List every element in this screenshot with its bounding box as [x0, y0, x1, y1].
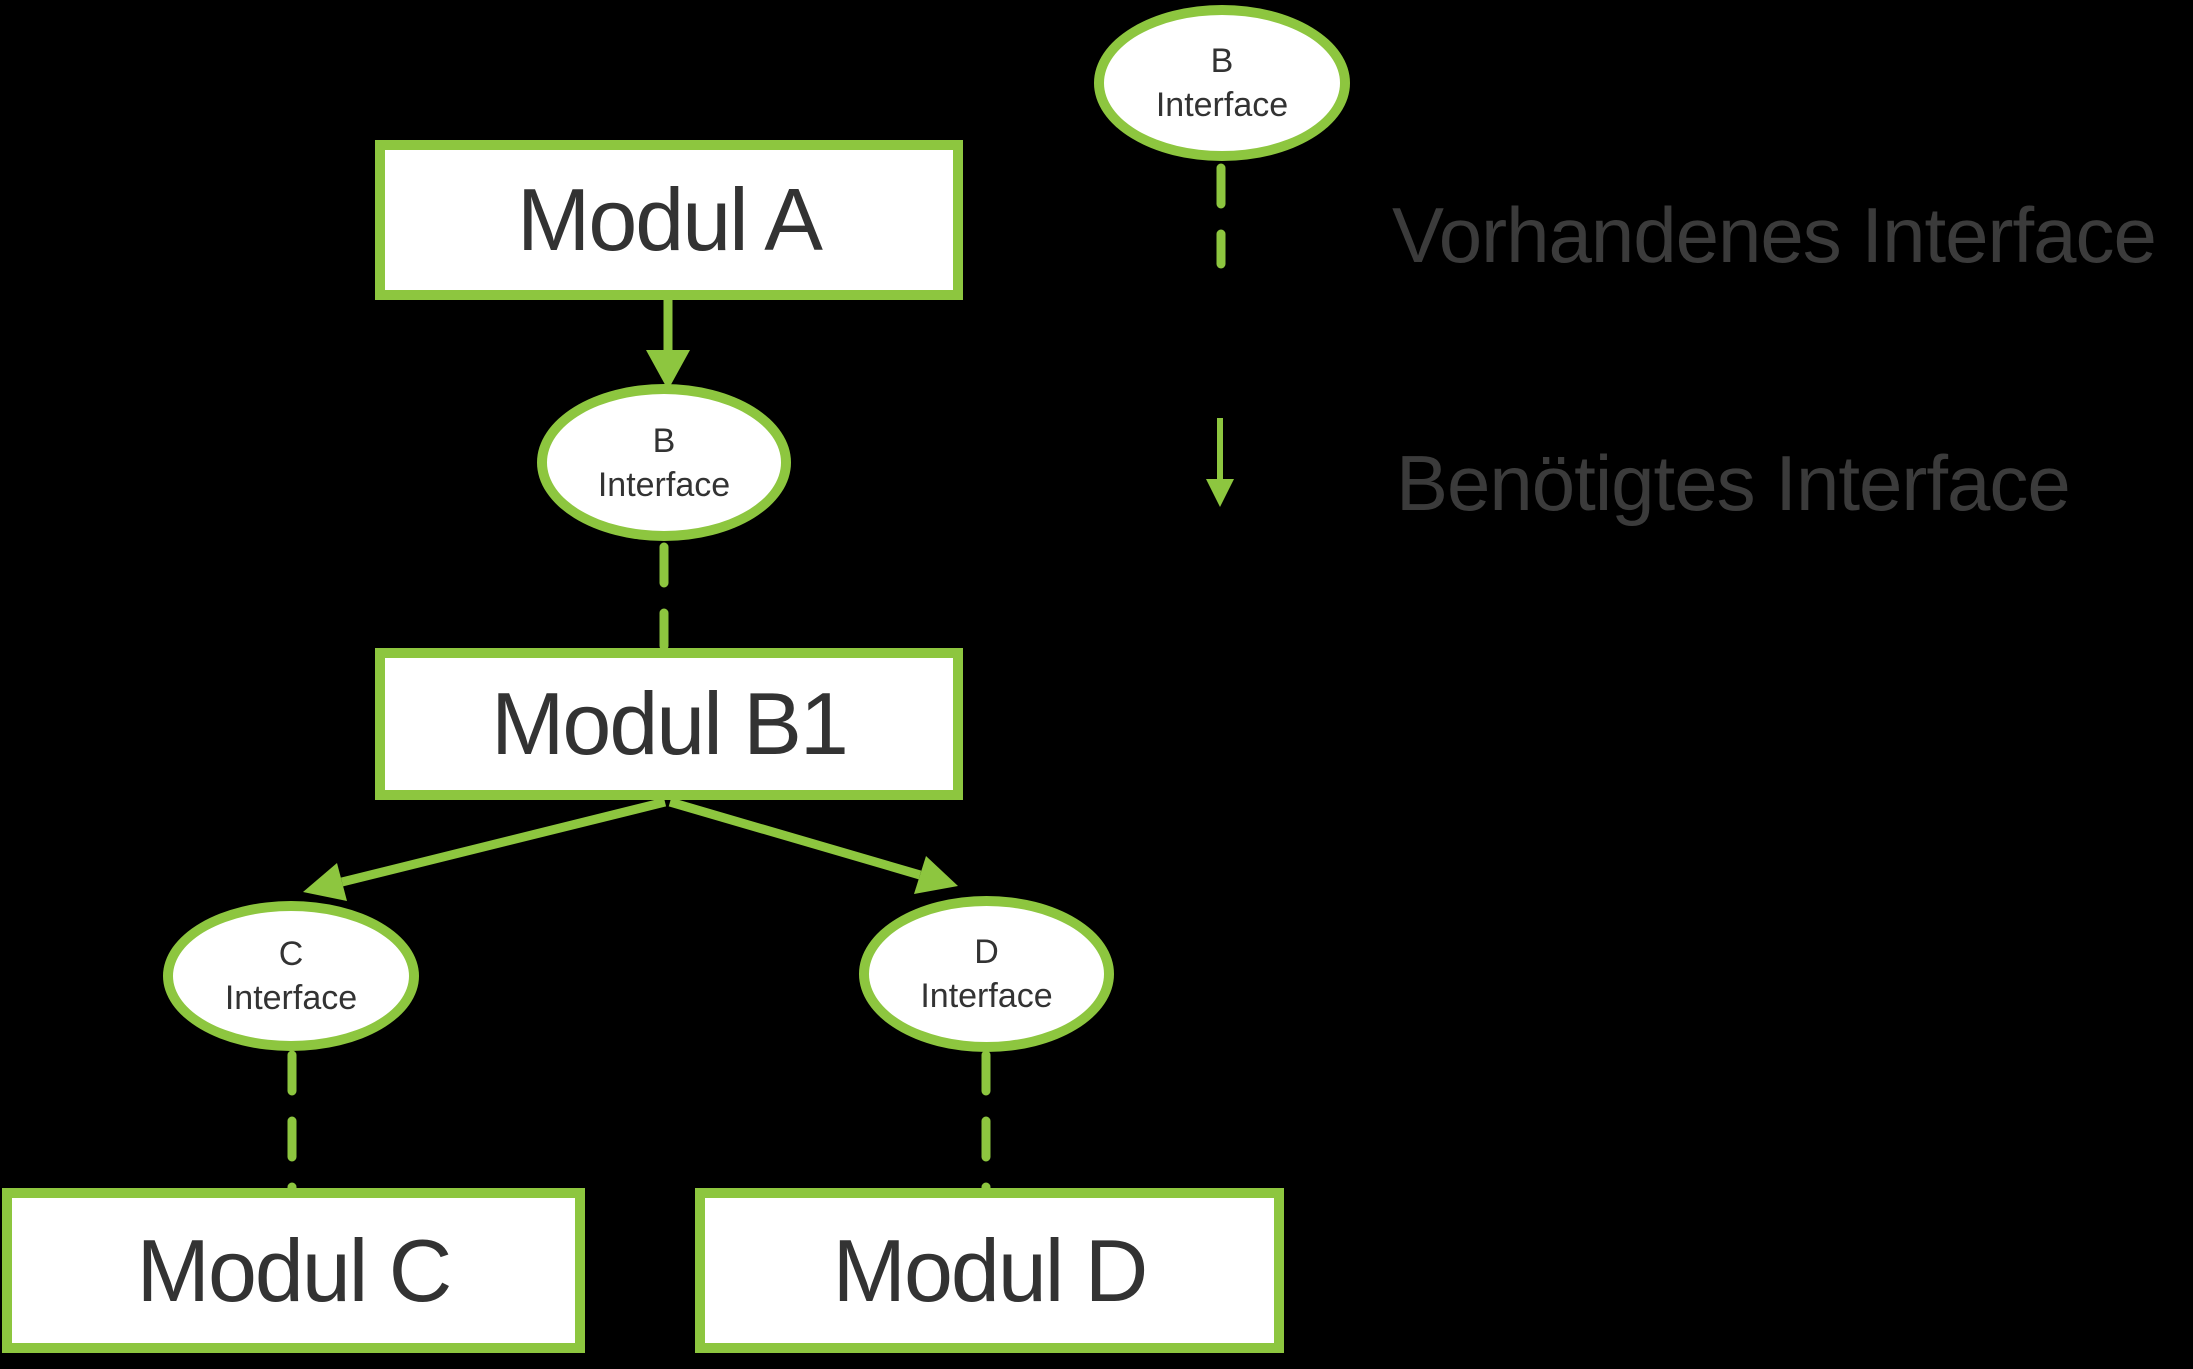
interface-node-b: B Interface	[537, 384, 791, 541]
arrow-modul-b1-to-iface-c	[303, 797, 667, 901]
arrow-modul-b1-to-iface-d	[668, 797, 958, 894]
interface-b-letter: B	[652, 421, 676, 460]
module-node-b1: Modul B1	[375, 648, 963, 800]
legend-interface-ellipse: B Interface	[1094, 5, 1350, 161]
module-d-label: Modul D	[832, 1220, 1149, 1320]
legend-ellipse-letter: B	[1210, 42, 1234, 80]
legend-provided-interface-label: Vorhandenes Interface	[1392, 191, 2157, 279]
interface-b-word: Interface	[597, 465, 731, 504]
module-b1-label: Modul B1	[491, 674, 849, 773]
interface-d-word: Interface	[920, 977, 1053, 1015]
module-c-label: Modul C	[136, 1220, 453, 1320]
module-node-c: Modul C	[2, 1188, 585, 1353]
module-node-a: Modul A	[375, 140, 963, 300]
interface-node-c: C Interface	[163, 901, 419, 1051]
arrow-modul-a-to-iface-b	[646, 300, 690, 390]
module-node-d: Modul D	[695, 1188, 1284, 1353]
interface-c-word: Interface	[224, 979, 358, 1017]
legend-required-arrow-icon	[1206, 418, 1234, 507]
interface-d-letter: D	[974, 933, 999, 971]
legend-required-interface-label: Benötigtes Interface	[1396, 439, 2071, 527]
interface-c-letter: C	[278, 935, 304, 973]
module-a-label: Modul A	[517, 170, 823, 269]
legend-ellipse-word: Interface	[1155, 86, 1289, 124]
interface-node-d: D Interface	[859, 896, 1114, 1052]
